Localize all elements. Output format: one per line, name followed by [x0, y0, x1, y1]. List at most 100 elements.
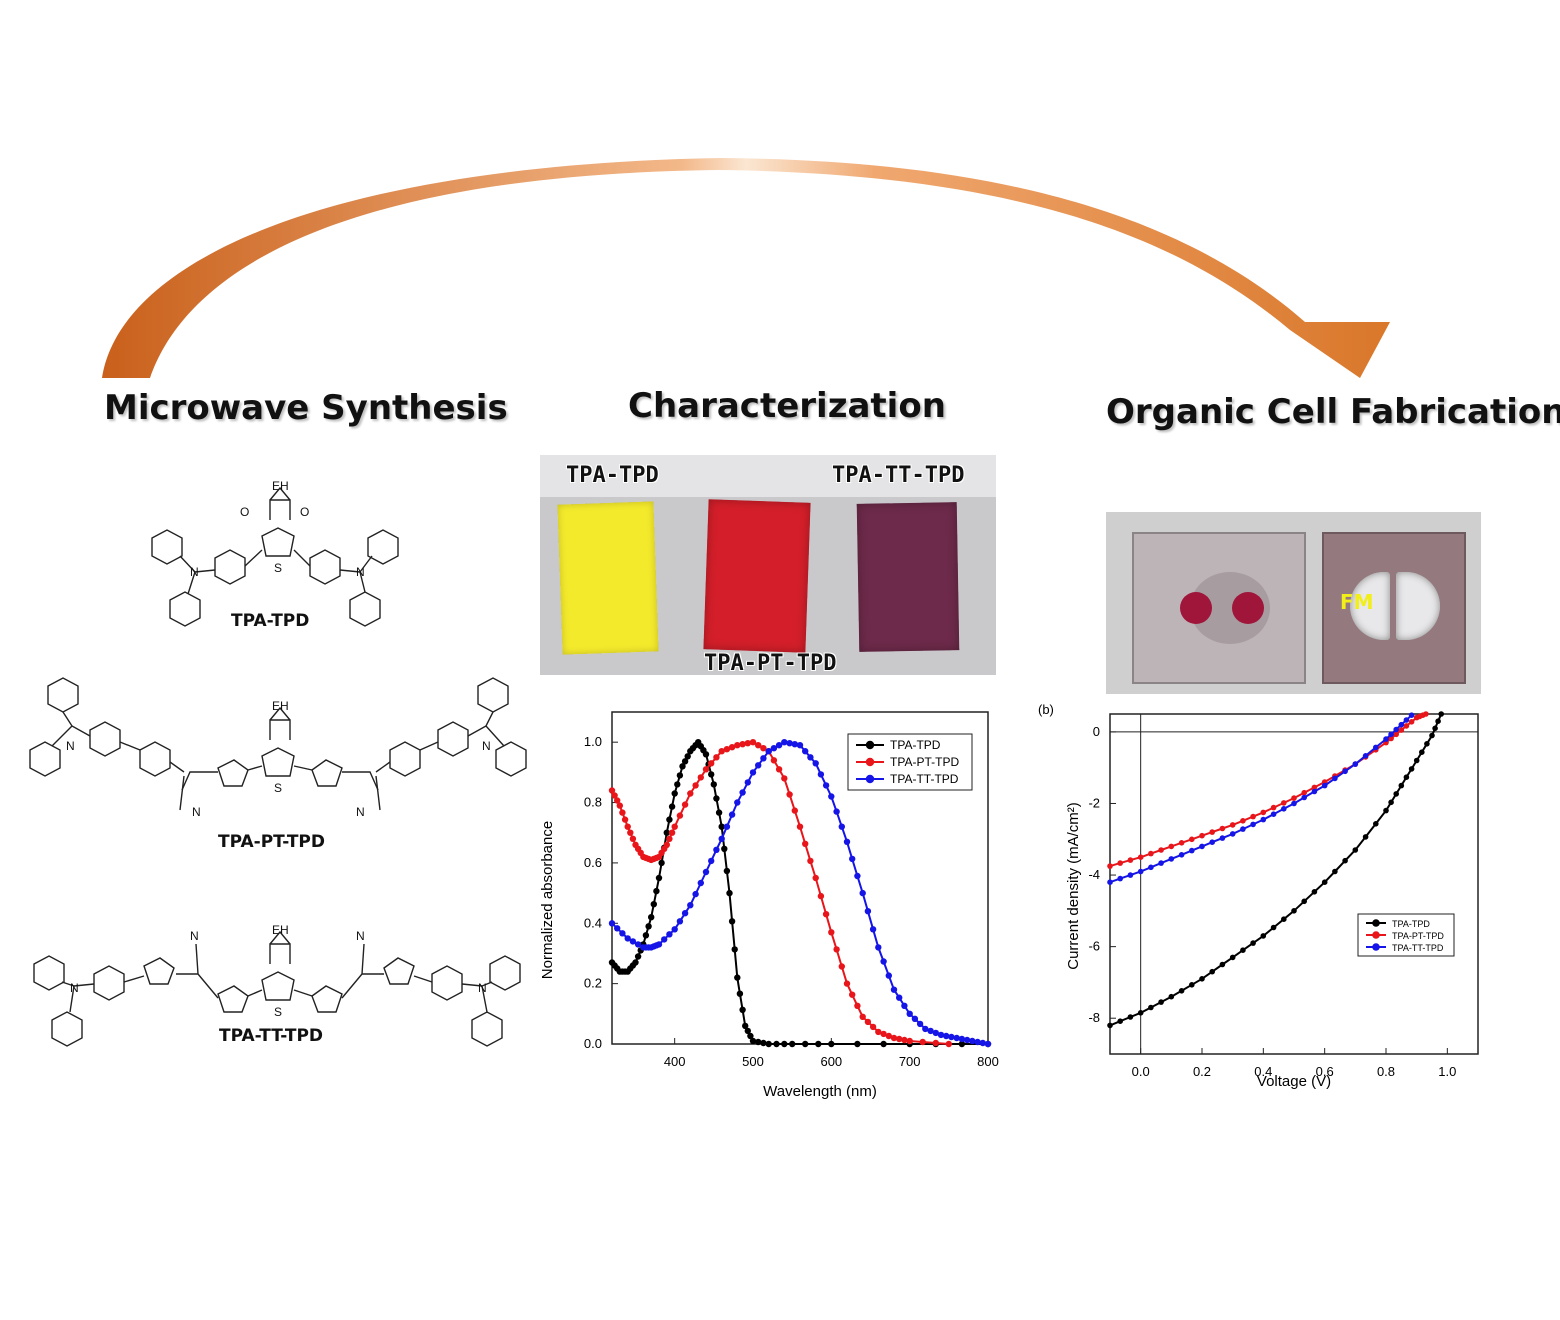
data-point [1270, 924, 1277, 931]
data-point [1393, 726, 1399, 733]
data-point [901, 1002, 908, 1009]
legend-label: TPA-PT-TPD [890, 755, 959, 769]
film-label-tpa-pt-tpd: TPA-PT-TPD [704, 651, 837, 675]
nitrile-atom: N [356, 805, 365, 819]
data-point [1393, 791, 1399, 797]
data-point [760, 755, 767, 762]
characterization-heading: Characterization [628, 386, 946, 426]
data-point [718, 748, 725, 755]
device-label-fm: FM [1340, 590, 1374, 614]
y-axis-label: Current density (mA/cm²) [1065, 802, 1082, 970]
data-point [728, 744, 736, 751]
data-point [943, 1032, 950, 1040]
oxygen-atom: O [240, 505, 249, 519]
data-point [692, 890, 699, 898]
data-point [736, 990, 744, 997]
data-point [1332, 868, 1338, 875]
data-point [1189, 982, 1195, 988]
data-point [1107, 1022, 1113, 1029]
data-point [755, 742, 762, 749]
data-point [697, 879, 704, 887]
data-point [674, 781, 681, 788]
data-point [1178, 840, 1185, 846]
data-point [1148, 1004, 1154, 1011]
data-point [655, 874, 663, 882]
data-point [715, 809, 723, 816]
data-point [1408, 719, 1415, 725]
data-point [849, 991, 856, 998]
data-point [864, 908, 872, 915]
data-point [755, 1038, 762, 1046]
x-tick-label: 800 [977, 1054, 999, 1069]
data-point [880, 958, 887, 965]
data-point [713, 846, 720, 853]
data-point [1117, 875, 1123, 882]
data-point [875, 1028, 882, 1036]
yellow-film [557, 501, 659, 655]
sulfur-atom: S [274, 561, 282, 575]
data-point [621, 816, 629, 823]
data-point [1209, 839, 1215, 845]
data-point [817, 892, 825, 900]
data-point [932, 1029, 939, 1037]
data-point [822, 782, 830, 789]
data-point [869, 1023, 877, 1031]
data-point [1424, 741, 1430, 747]
data-point [828, 1040, 835, 1048]
plot-frame [1109, 713, 1479, 1055]
data-point [713, 795, 720, 802]
legend-marker [865, 774, 875, 784]
data-point [1178, 852, 1185, 858]
data-point [1383, 807, 1389, 814]
data-point [838, 963, 845, 970]
y-tick-label: 0.8 [584, 795, 602, 810]
x-tick-label: 0.2 [1193, 1064, 1211, 1079]
data-point [749, 769, 757, 776]
data-point [619, 809, 626, 816]
data-point [1137, 854, 1144, 860]
data-point [1189, 847, 1195, 854]
data-point [658, 859, 665, 867]
nitrogen-atom: N [66, 739, 75, 753]
data-point [650, 901, 657, 908]
data-point [734, 799, 741, 806]
data-point [624, 935, 631, 942]
data-point [1291, 795, 1297, 801]
data-point [974, 1038, 981, 1046]
data-point [728, 918, 736, 925]
data-point [875, 944, 882, 951]
data-point [1342, 857, 1348, 864]
data-point [775, 766, 783, 773]
data-point [634, 941, 642, 948]
data-point [666, 835, 673, 842]
legend-label: TPA-TT-TPD [890, 772, 959, 786]
data-point [765, 1040, 772, 1048]
data-point [608, 787, 616, 794]
data-point [775, 742, 783, 749]
data-point [901, 1036, 908, 1044]
data-point [890, 986, 898, 993]
data-point [614, 797, 621, 804]
data-point [1403, 723, 1410, 729]
data-point [828, 929, 835, 936]
data-point [1383, 736, 1389, 742]
data-point [755, 762, 762, 769]
data-point [1250, 813, 1256, 820]
data-point [1168, 843, 1175, 850]
data-point [744, 740, 751, 747]
data-point [723, 746, 731, 753]
data-point [627, 829, 634, 836]
data-point [1388, 731, 1394, 738]
data-point [742, 1022, 749, 1030]
data-point [1250, 940, 1256, 946]
data-point [864, 1018, 872, 1026]
data-point [721, 845, 728, 852]
data-point [807, 857, 814, 865]
data-point [1117, 860, 1123, 866]
data-point [1398, 782, 1405, 789]
data-point [849, 855, 856, 863]
data-point [624, 823, 631, 830]
films-photo: TPA-TPD TPA-TT-TPD TPA-PT-TPD [540, 455, 996, 675]
data-point [802, 748, 809, 755]
